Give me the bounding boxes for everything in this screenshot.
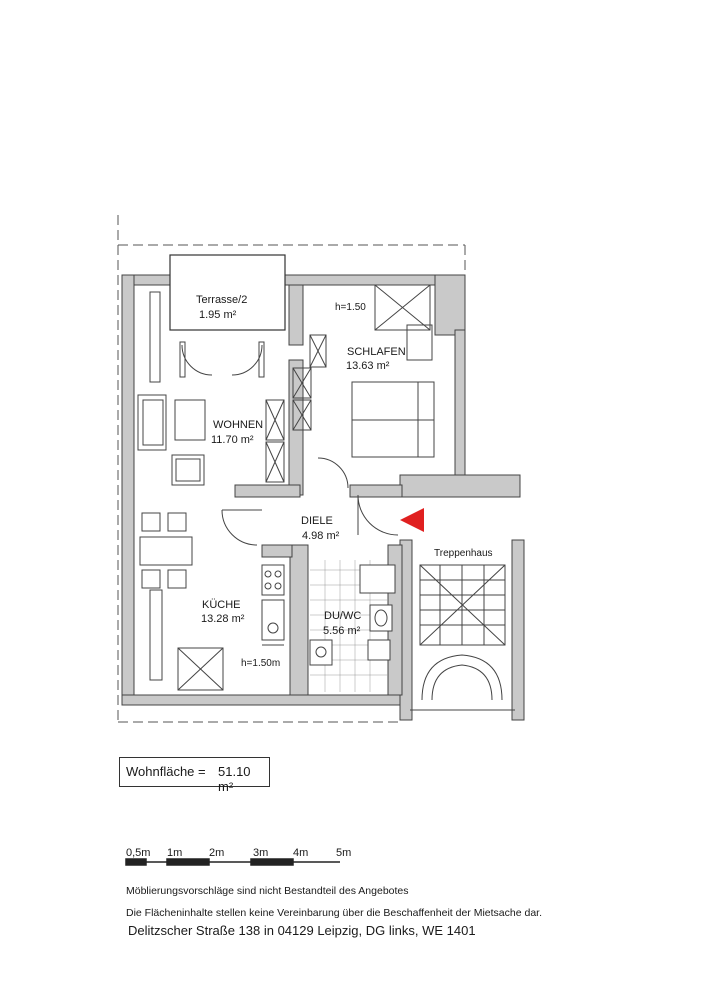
stairwell-name: Treppenhaus	[434, 548, 493, 559]
bedroom-height-note: h=1.50	[335, 302, 366, 313]
bath-fixtures	[309, 564, 396, 666]
bedroom-name: SCHLAFEN	[347, 346, 406, 358]
outer-walls	[121, 274, 525, 721]
roof-outline	[117, 215, 466, 723]
scale-tick: 5m	[336, 847, 352, 859]
bath-area: 5.56 m²	[323, 625, 361, 637]
interior-walls	[234, 284, 403, 696]
bedroom-area: 13.63 m²	[346, 360, 390, 372]
wardrobes	[265, 334, 327, 483]
living-area-summary: Wohnfläche = 51.10 m²	[119, 757, 270, 794]
scale-tick: 2m	[209, 847, 225, 859]
entry-arrow-icon	[400, 508, 424, 532]
bedroom-furniture	[351, 284, 435, 458]
living-area: 11.70 m²	[211, 434, 254, 446]
kitchen-area: 13.28 m²	[201, 613, 245, 625]
disclaimer-notes: Möblierungsvorschläge sind nicht Bestand…	[126, 880, 542, 924]
terrace-outline	[169, 254, 286, 331]
summary-value: 51.10 m²	[218, 764, 251, 794]
address-line: Delitzscher Straße 138 in 04129 Leipzig,…	[128, 923, 476, 938]
scale-bar	[125, 858, 340, 866]
hall-name: DIELE	[301, 515, 333, 527]
summary-label: Wohnfläche =	[126, 764, 206, 779]
note-area: Die Flächeninhalte stellen keine Vereinb…	[126, 907, 542, 919]
hall-area: 4.98 m²	[302, 530, 340, 542]
scale-tick: 4m	[293, 847, 309, 859]
note-furniture: Möblierungsvorschläge sind nicht Bestand…	[126, 885, 409, 897]
scale-tick: 3m	[253, 847, 269, 859]
bath-name: DU/WC	[324, 610, 361, 622]
living-furniture	[137, 291, 265, 486]
terrace-area: 1.95 m²	[199, 309, 237, 321]
kitchen-height-note: h=1.50m	[241, 658, 280, 669]
scale-tick: 1m	[167, 847, 183, 859]
living-name: WOHNEN	[213, 419, 263, 431]
kitchen-name: KÜCHE	[202, 599, 241, 611]
hall-doors	[221, 457, 399, 546]
kitchen-furniture	[139, 512, 285, 691]
stairwell-drawing	[410, 564, 515, 711]
scale-tick: 0,5m	[126, 847, 151, 859]
terrace-name: Terrasse/2	[196, 294, 247, 306]
room-labels: Terrasse/2 1.95 m² h=1.50 SCHLAFEN 13.63…	[196, 294, 493, 669]
